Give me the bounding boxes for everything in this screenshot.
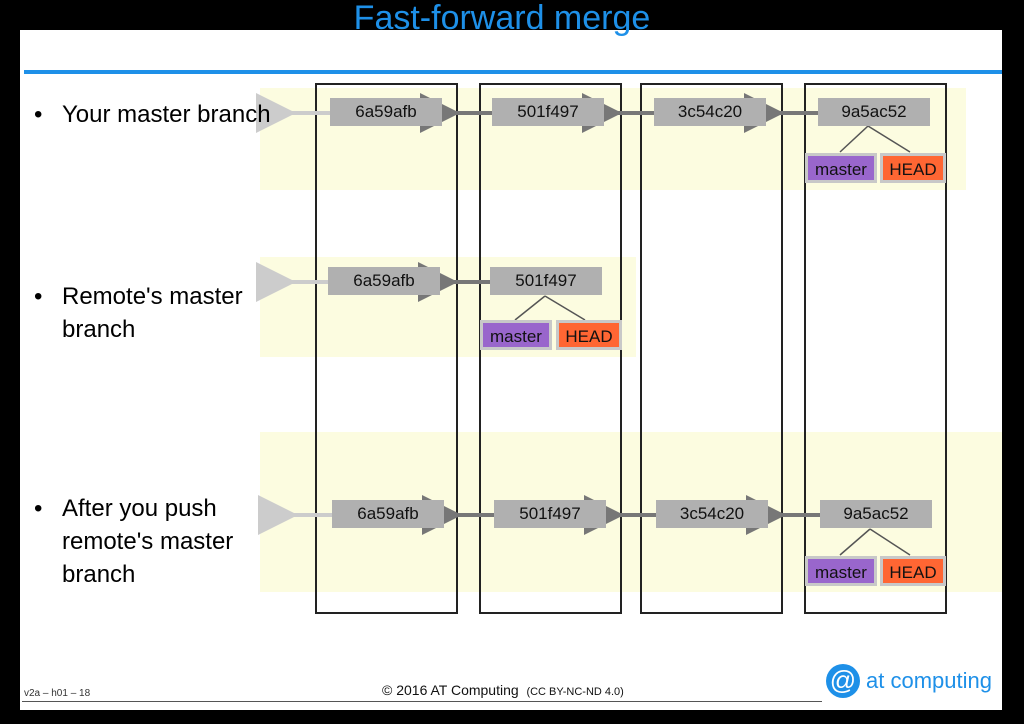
bullet-dot: • [34,101,43,128]
company-logo-text: at computing [866,668,992,693]
bullet-text: Remote's master branch [62,283,243,343]
at-logo-icon: @ [826,664,860,698]
ref-link [839,125,869,153]
copyright-text: © 2016 AT Computing [382,682,519,698]
commit-box: 501f497 [490,267,602,295]
commit-box: 501f497 [494,500,606,528]
commit-box: 9a5ac52 [818,98,930,126]
master-ref: master [480,320,552,350]
master-ref: master [805,556,877,586]
bullet-text: Your master branch [62,101,271,128]
commit-box: 3c54c20 [654,98,766,126]
commit-box: 501f497 [492,98,604,126]
head-ref: HEAD [880,556,946,586]
commit-box: 6a59afb [332,500,444,528]
ref-link [869,528,911,556]
commit-box: 9a5ac52 [820,500,932,528]
commit-box: 6a59afb [330,98,442,126]
ref-link [544,295,586,321]
commit-lane-3 [640,83,783,614]
head-ref: HEAD [556,320,622,350]
ref-link [839,528,871,556]
commit-box: 6a59afb [328,267,440,295]
head-ref: HEAD [880,153,946,183]
copyright: © 2016 AT Computing (CC BY-NC-ND 4.0) [382,682,624,698]
commit-box: 3c54c20 [656,500,768,528]
license-text: (CC BY-NC-ND 4.0) [526,686,624,698]
slide-number: v2a – h01 – 18 [24,688,91,699]
ref-link [514,295,546,321]
slide-title: Fast-forward merge [353,0,651,37]
master-ref: master [805,153,877,183]
title-rule [24,70,1002,74]
commit-lane-4 [804,83,947,614]
bullet-dot: • [34,283,43,310]
bullet-dot: • [34,495,43,522]
bullet-text: After you push remote's master branch [62,495,234,588]
commit-lane-1 [315,83,458,614]
footer-rule [22,701,822,702]
ref-link [867,125,911,153]
